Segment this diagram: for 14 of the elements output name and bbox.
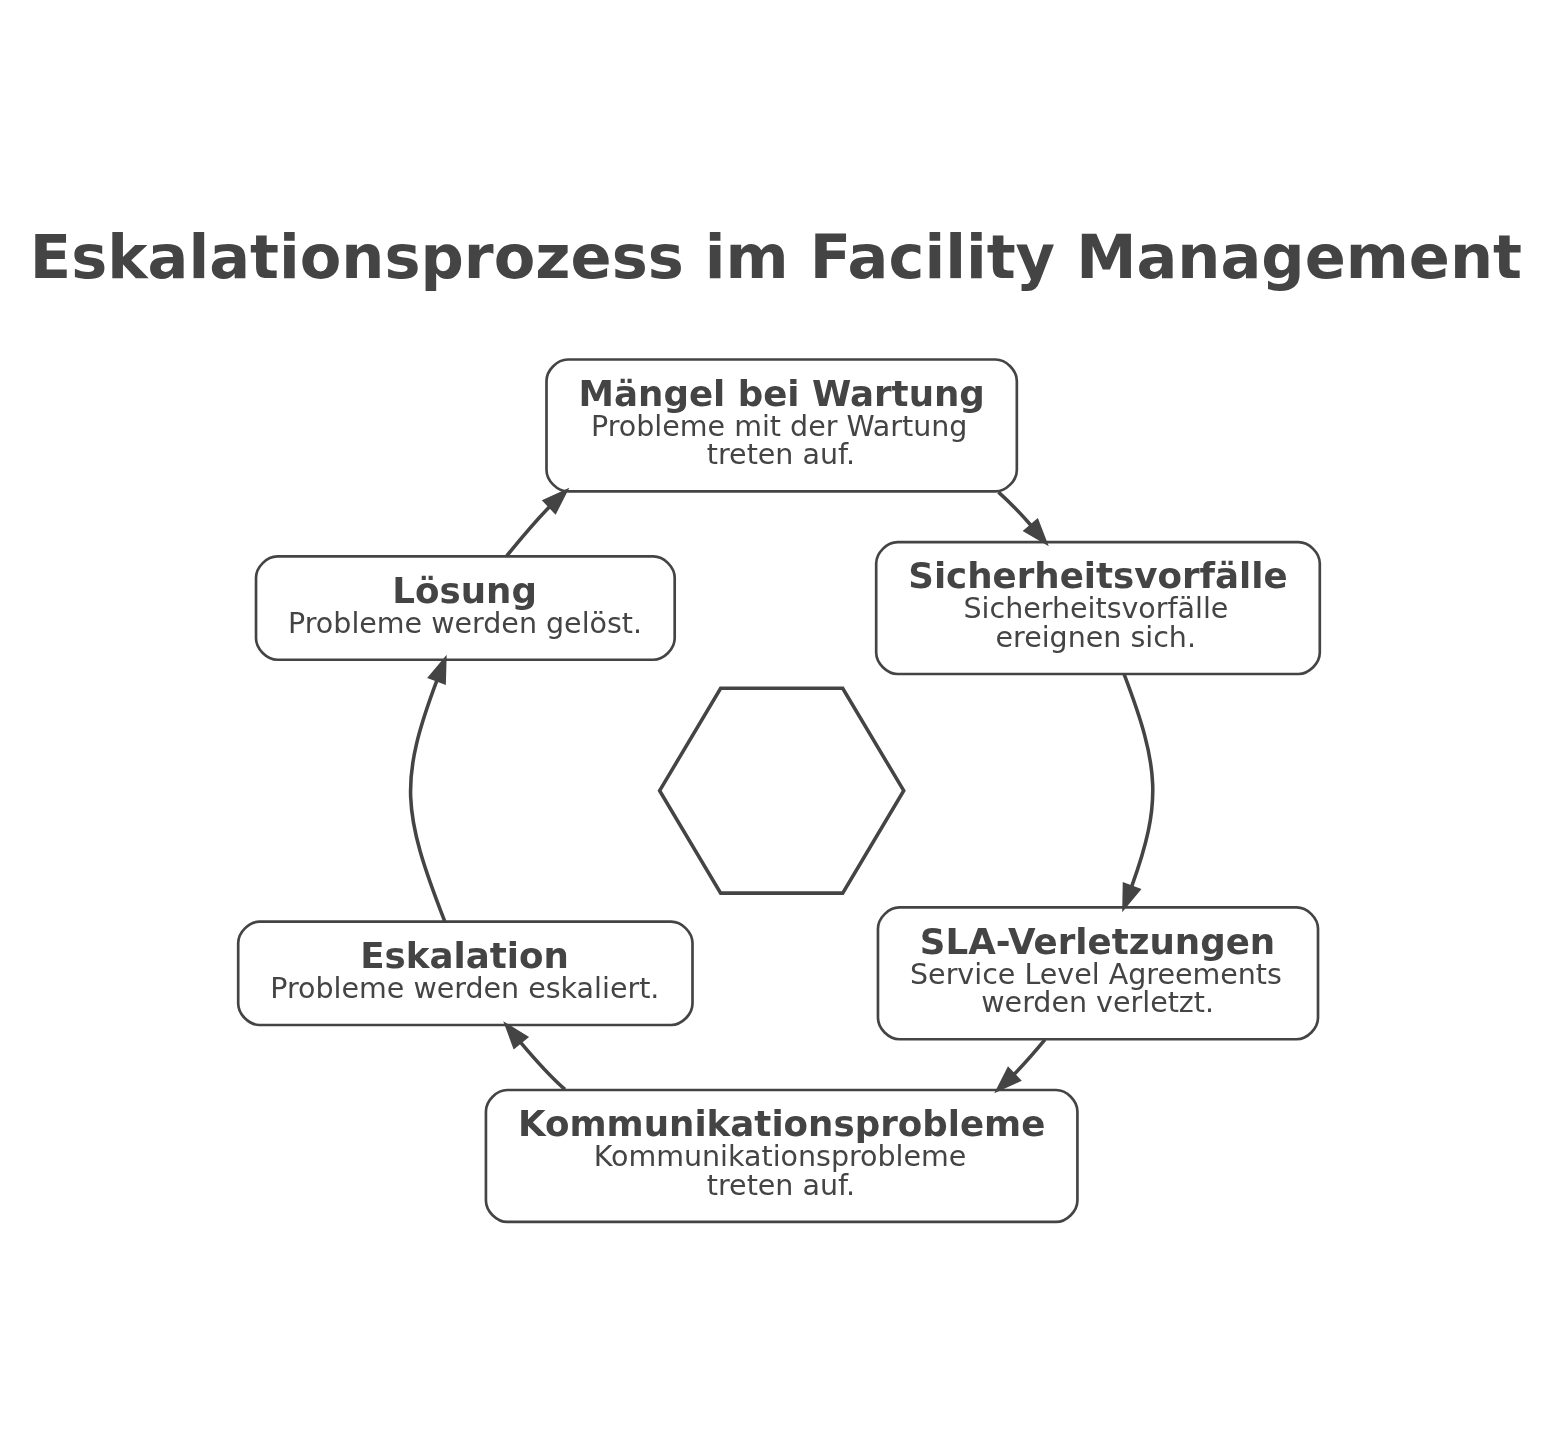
node-box: Eskalation Probleme werden eskaliert. <box>236 919 694 1026</box>
arrow <box>1122 673 1155 912</box>
arrow <box>505 487 570 557</box>
arrow <box>997 490 1049 546</box>
node-box: Mängel bei Wartung Probleme mit der Wartung treten auf. <box>545 357 1019 493</box>
arrow <box>408 654 447 922</box>
arrow <box>994 1038 1047 1093</box>
node-box: Sicherheitsvorfälle Sicherheitsvorfälle ereignen sich. <box>874 540 1322 675</box>
node-picture <box>657 686 906 895</box>
arrow <box>503 1020 567 1091</box>
node-box: Lösung Probleme werden gelöst. <box>254 554 677 661</box>
node-box: SLA-Verletzungen Service Level Agreements werden verletzt. <box>876 905 1320 1041</box>
node-box: Kommunikationsprobleme Kommunikationsprobleme treten auf. <box>484 1088 1079 1223</box>
diagram-title: Eskalationsprozess im Facility Management <box>29 221 1522 292</box>
